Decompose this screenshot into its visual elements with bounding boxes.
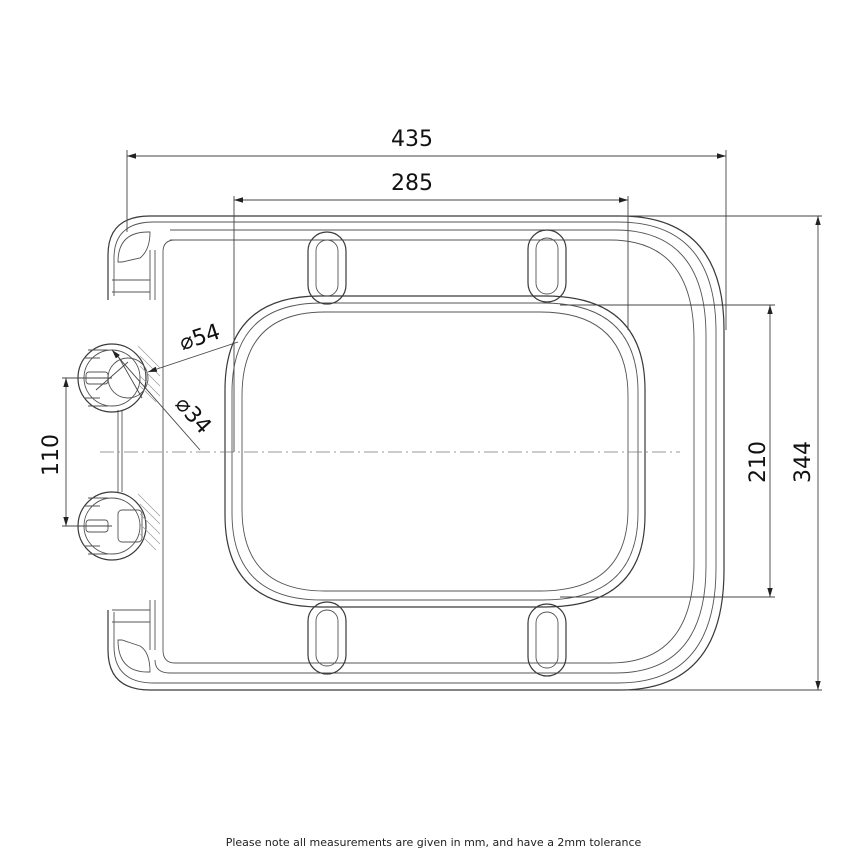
seat-opening [224,295,646,608]
seat-buffers [307,229,567,677]
label-fixing-centres: 110 [39,434,64,476]
label-overall-width: 435 [391,127,433,152]
extension-lines [62,150,822,691]
label-opening-height: 210 [746,441,771,483]
label-outer-diameter: ⌀54 [177,320,224,357]
seat-outline [107,215,725,691]
diameter-leaders [95,341,239,451]
label-hinge-spacing: 285 [391,171,433,196]
label-overall-depth: 344 [791,441,816,483]
measurement-note: Please note all measurements are given i… [225,836,642,849]
label-inner-diameter: ⌀34 [170,392,216,439]
